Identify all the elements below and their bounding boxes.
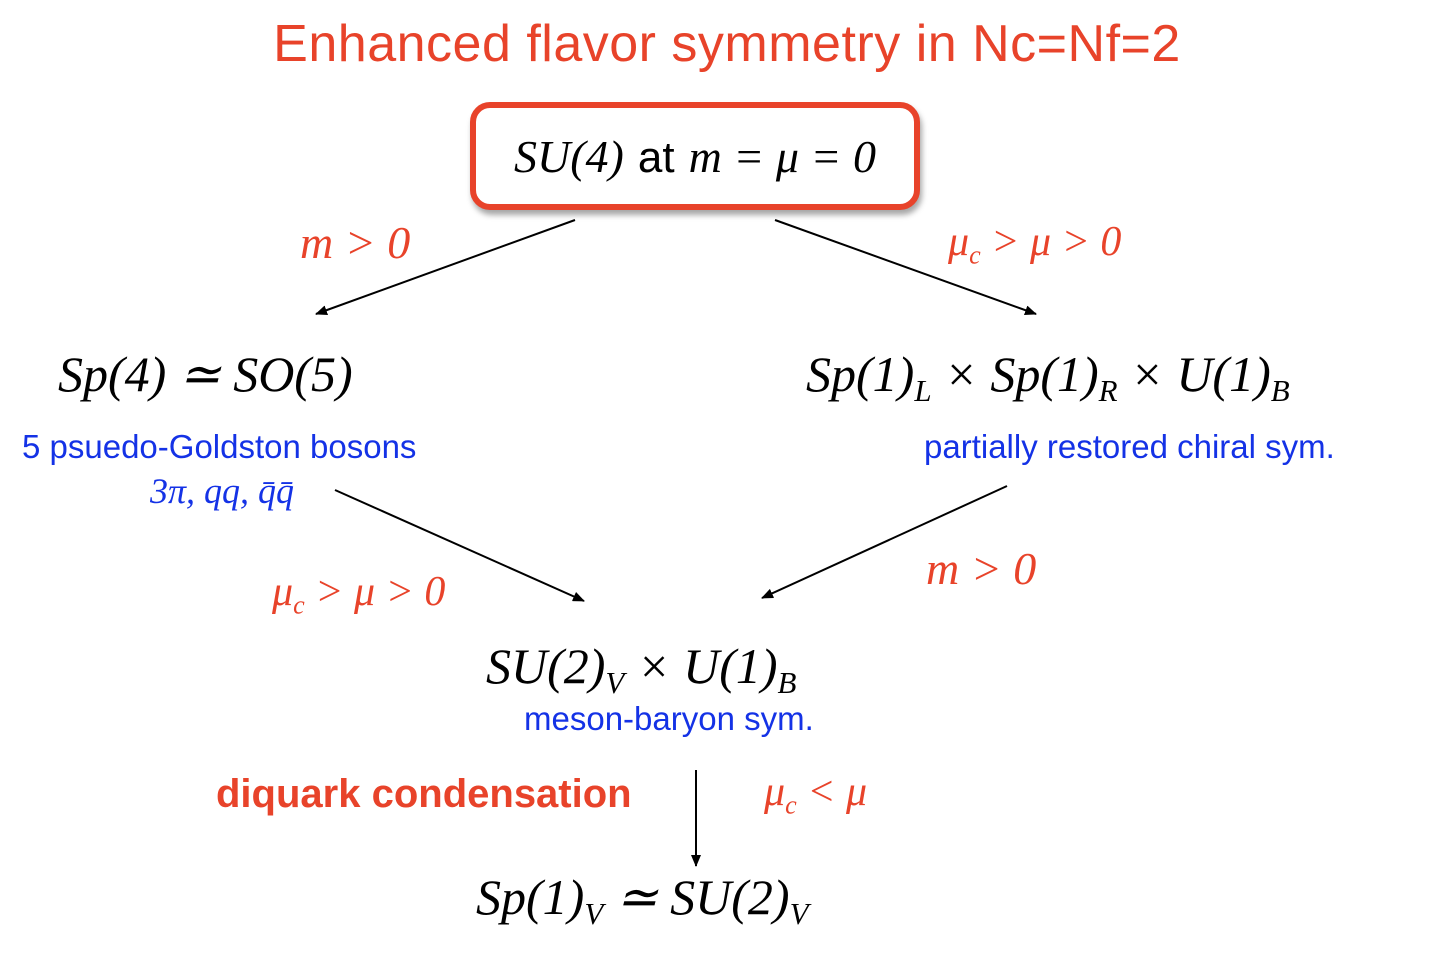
top-node-condition: m = μ = 0	[688, 130, 876, 182]
left-node-description-math: 3π, qq, q̄q̄	[150, 471, 295, 511]
mu-symbol: μ	[764, 769, 786, 815]
bottom-node-label: Sp(1)V ≃ SU(2)V	[476, 868, 809, 929]
bottom-node-b: SU(2)	[670, 869, 790, 925]
left-node-description: 5 psuedo-Goldston bosons	[22, 428, 417, 465]
diagram-title: Enhanced flavor symmetry in Nc=Nf=2	[273, 15, 1181, 73]
mu-rest: > μ > 0	[304, 569, 446, 615]
mu-sub: c	[969, 240, 981, 270]
bottom-node-a-sub: V	[584, 895, 604, 931]
bottom-node-b-sub: V	[789, 895, 809, 931]
right-node-times-2: ×	[1117, 346, 1177, 402]
mu-sub: c	[785, 790, 797, 820]
right-node-c-sub: B	[1270, 372, 1290, 408]
right-node-label: Sp(1)L × Sp(1)R × U(1)B	[806, 345, 1290, 406]
condition-m-positive-right: m > 0	[926, 543, 1037, 594]
arrow-top-to-left	[315, 219, 576, 315]
mu-symbol: μ	[272, 569, 294, 615]
condition-mu-less: μc < μ	[764, 768, 868, 820]
right-node-a-sub: L	[914, 372, 932, 408]
mu-rest: > μ > 0	[980, 219, 1122, 265]
right-node-b-sub: R	[1098, 372, 1118, 408]
right-node-b: Sp(1)	[990, 346, 1099, 402]
middle-node-label: SU(2)V × U(1)B	[486, 637, 796, 698]
right-node-times-1: ×	[931, 346, 991, 402]
top-node-at: at	[637, 132, 675, 182]
middle-node-times: ×	[624, 638, 684, 694]
top-node-box: SU(4) at m = μ = 0	[470, 102, 920, 210]
right-node-c: U(1)	[1176, 346, 1271, 402]
middle-node-a-sub: V	[605, 664, 625, 700]
middle-node-description: meson-baryon sym.	[524, 700, 814, 737]
bottom-node-eq: ≃	[603, 869, 671, 925]
middle-node-a: SU(2)	[486, 638, 606, 694]
bottom-node-a: Sp(1)	[476, 869, 585, 925]
arrow-left-to-middle	[334, 489, 585, 602]
arrow-right-to-middle	[761, 485, 1008, 599]
arrow-top-to-right	[774, 219, 1037, 315]
condition-mu-range-left: μc > μ > 0	[272, 568, 446, 620]
condition-m-positive-left: m > 0	[300, 217, 411, 268]
top-node-group: SU(4)	[514, 130, 624, 182]
right-node-a: Sp(1)	[806, 346, 915, 402]
condition-mu-range-right: μc > μ > 0	[948, 218, 1122, 270]
middle-node-b: U(1)	[683, 638, 778, 694]
top-node-text: SU(4) at m = μ = 0	[514, 130, 876, 183]
condition-diquark-condensation: diquark condensation	[216, 772, 632, 816]
mu-symbol: μ	[948, 219, 970, 265]
right-node-description: partially restored chiral sym.	[924, 428, 1335, 465]
middle-node-b-sub: B	[777, 664, 797, 700]
mu-rest: < μ	[796, 769, 868, 815]
mu-sub: c	[293, 590, 305, 620]
left-node-label: Sp(4) ≃ SO(5)	[58, 346, 353, 402]
